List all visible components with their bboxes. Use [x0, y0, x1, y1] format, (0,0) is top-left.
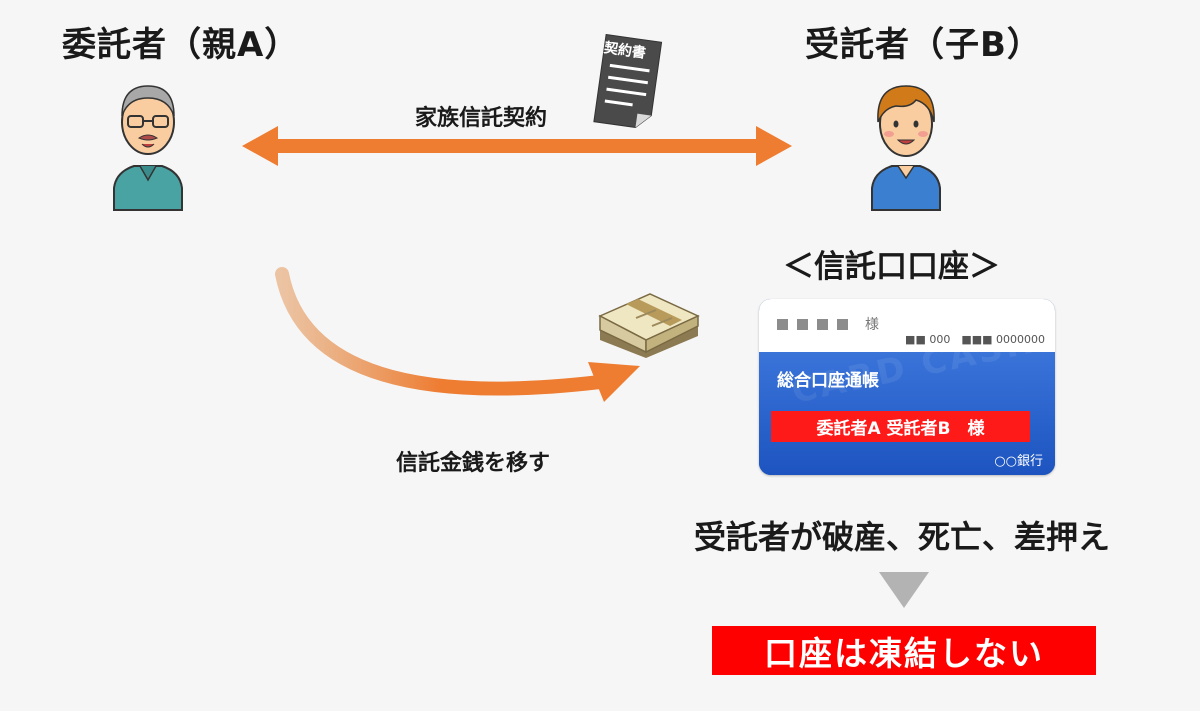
card-placeholder-mark — [817, 319, 828, 330]
transfer-curved-arrow — [275, 267, 640, 402]
card-title: 総合口座通帳 — [777, 371, 879, 391]
card-placeholder-mark — [797, 319, 808, 330]
card-holder-name: 委託者A 受託者B 様 — [771, 411, 1030, 442]
contract-document-icon: 契約書 — [588, 30, 668, 130]
transfer-label: 信託金銭を移す — [396, 451, 551, 476]
contract-double-arrow — [242, 126, 792, 166]
bankbook-card: 様 ■■ 000 ■■■ 0000000 CARD CASH CARD CASH… — [759, 299, 1055, 475]
money-bundle-icon — [598, 293, 700, 358]
elderly-person-icon — [113, 85, 183, 211]
card-account-number: ■■ 000 ■■■ 0000000 — [905, 333, 1045, 346]
card-honorific: 様 — [865, 317, 879, 333]
card-placeholder-mark — [777, 319, 788, 330]
card-bank-name: ○○銀行 — [994, 454, 1043, 469]
contract-label: 家族信託契約 — [415, 106, 548, 131]
event-text: 受託者が破産、死亡、差押え — [694, 518, 1111, 556]
card-placeholder-mark — [837, 319, 848, 330]
down-triangle-icon — [879, 572, 929, 608]
trustee-title: 受託者（子B） — [805, 25, 1042, 65]
account-heading: ＜信託口口座＞ — [783, 249, 1000, 285]
result-text: 口座は凍結しない — [764, 633, 1044, 673]
result-box: 口座は凍結しない — [712, 626, 1096, 675]
young-person-icon — [871, 85, 941, 211]
settlor-title: 委託者（親A） — [62, 25, 300, 65]
